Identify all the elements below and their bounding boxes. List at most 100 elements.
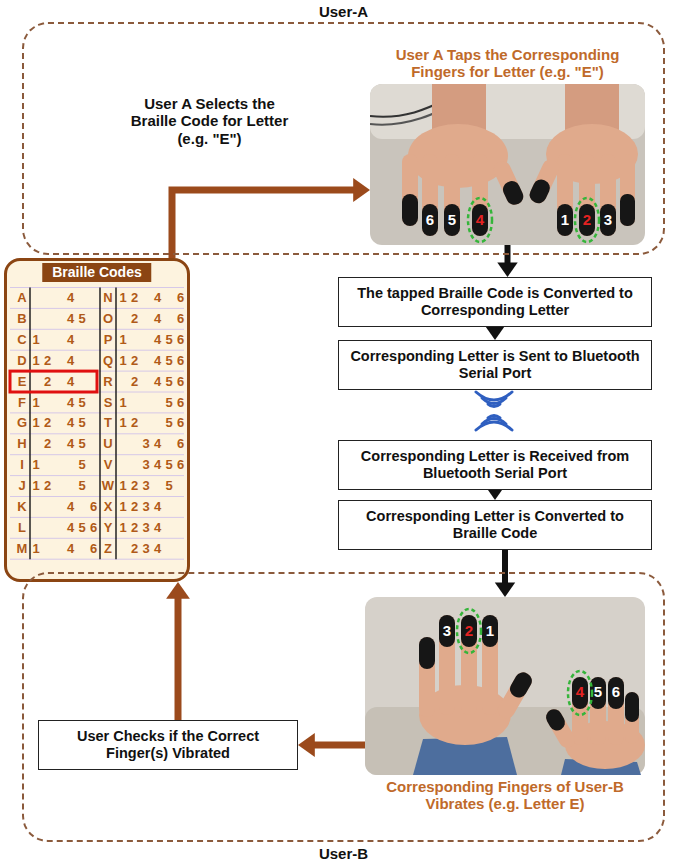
braille-dot-number: 2 bbox=[131, 291, 138, 305]
hands-photo-part bbox=[557, 154, 573, 236]
hands-photo-part bbox=[365, 597, 645, 775]
hands-photo-part-part bbox=[543, 706, 578, 750]
arrow-head bbox=[353, 178, 370, 202]
braille-letter: F bbox=[18, 395, 26, 409]
braille-dot-number: 6 bbox=[177, 333, 184, 347]
arrow-shaft bbox=[313, 742, 365, 749]
hands-photo-part bbox=[444, 204, 460, 236]
braille-dot-number: 2 bbox=[131, 354, 138, 368]
hands-photo-part-part bbox=[527, 177, 553, 206]
braille-letter: Q bbox=[103, 354, 113, 368]
braille-dot-number: 4 bbox=[67, 354, 74, 368]
braille-dot-number: 6 bbox=[177, 374, 184, 388]
braille-table-grid-part-part bbox=[10, 308, 184, 309]
hands-photo-part bbox=[461, 615, 477, 715]
braille-table-grid-part bbox=[30, 288, 116, 560]
hands-photo-part bbox=[419, 637, 435, 717]
process-text: Corresponding Letter is Sent to Bluetoot… bbox=[347, 348, 643, 383]
braille-dot-number: 4 bbox=[154, 500, 161, 514]
hands-photo-part bbox=[439, 615, 455, 647]
braille-dot-number: 1 bbox=[32, 542, 39, 556]
braille-dot-number: 4 bbox=[67, 291, 74, 305]
arrow-head bbox=[497, 263, 517, 277]
braille-table-grid-part-part bbox=[29, 288, 31, 560]
braille-dot-number: 1 bbox=[119, 395, 126, 409]
hands-photo-part-part bbox=[527, 157, 562, 206]
finger-number: 3 bbox=[443, 623, 451, 640]
braille-dot-number: 1 bbox=[119, 333, 126, 347]
hands-photo-part bbox=[468, 198, 492, 242]
braille-letter: C bbox=[17, 333, 26, 347]
hands-photo-part bbox=[495, 669, 535, 721]
braille-letter: N bbox=[103, 291, 112, 305]
braille-table-grid-part bbox=[10, 288, 184, 560]
hands-photo-part bbox=[608, 677, 624, 709]
hands-photo-part bbox=[482, 615, 498, 715]
braille-dot-number: 1 bbox=[32, 416, 39, 430]
process-text: Corresponding Letter is Received from Bl… bbox=[347, 448, 643, 483]
hands-photo-part bbox=[600, 154, 616, 236]
braille-dot-number: 2 bbox=[131, 312, 138, 326]
braille-table-grid-part-part bbox=[10, 350, 184, 351]
braille-table-grid-part-part bbox=[10, 559, 184, 560]
braille-dot-number: 1 bbox=[119, 291, 126, 305]
hands-photo bbox=[370, 84, 645, 245]
braille-dot-number: 1 bbox=[119, 354, 126, 368]
braille-dot-number: 2 bbox=[44, 479, 51, 493]
wireless-symbol bbox=[476, 392, 512, 430]
hands-photo-part bbox=[402, 154, 418, 226]
hands-photo-part bbox=[575, 198, 599, 242]
hands-photo-part-part bbox=[495, 669, 535, 721]
finger-number: 4 bbox=[476, 212, 484, 229]
arrow-head bbox=[495, 583, 515, 597]
braille-dot-number: 1 bbox=[119, 500, 126, 514]
braille-dot-number: 5 bbox=[165, 354, 172, 368]
braille-dot-number: 2 bbox=[44, 437, 51, 451]
braille-dot-number: 4 bbox=[67, 395, 74, 409]
process-box: User Checks if the Correct Finger(s) Vib… bbox=[38, 720, 298, 770]
braille-dot-number: 6 bbox=[177, 395, 184, 409]
braille-dot-number: 5 bbox=[165, 458, 172, 472]
braille-table-grid-part-part bbox=[10, 475, 184, 476]
braille-table-grid-part-part bbox=[10, 433, 184, 434]
process-box: Corresponding Letter is Converted to Bra… bbox=[338, 500, 652, 550]
braille-dot-number: 2 bbox=[44, 374, 51, 388]
region-title: User-B bbox=[315, 845, 372, 862]
braille-dot-number: 3 bbox=[142, 500, 149, 514]
process-box: Corresponding Letter is Received from Bl… bbox=[338, 440, 652, 490]
flow-arrow bbox=[485, 326, 505, 340]
braille-letter: Y bbox=[104, 521, 113, 535]
hands-photo-part bbox=[579, 154, 595, 236]
finger-number: 1 bbox=[486, 623, 494, 640]
braille-dot-number: 4 bbox=[154, 458, 161, 472]
braille-table-grid-part-part bbox=[99, 288, 101, 560]
hands-photo-part bbox=[472, 204, 488, 236]
braille-letter: M bbox=[17, 542, 28, 556]
braille-table-grid-part-part bbox=[10, 496, 184, 497]
braille-letter: P bbox=[104, 333, 113, 347]
braille-dot-number: 3 bbox=[142, 458, 149, 472]
braille-dot-number: 4 bbox=[154, 437, 161, 451]
braille-table-grid-part-part bbox=[10, 538, 184, 539]
braille-dot-number: 5 bbox=[78, 437, 85, 451]
braille-dot-number: 5 bbox=[165, 479, 172, 493]
braille-dot-number: 4 bbox=[154, 312, 161, 326]
flow-arrow bbox=[172, 178, 370, 258]
braille-dot-number: 5 bbox=[165, 416, 172, 430]
braille-dot-number: 2 bbox=[131, 479, 138, 493]
flow-arrow bbox=[166, 582, 190, 720]
photo-caption: Corresponding Fingers of User-B Vibrates… bbox=[366, 779, 644, 813]
braille-dot-number: 1 bbox=[32, 395, 39, 409]
hands-photo-part bbox=[590, 677, 606, 745]
braille-letter: J bbox=[18, 479, 25, 493]
braille-dot-number: 6 bbox=[177, 291, 184, 305]
arrow-shaft bbox=[502, 550, 508, 584]
hands-photo-part bbox=[457, 609, 481, 653]
braille-letter: L bbox=[18, 521, 26, 535]
flow-arrow bbox=[298, 733, 365, 757]
finger-number: 4 bbox=[576, 684, 584, 701]
braille-dot-number: 2 bbox=[131, 500, 138, 514]
braille-dot-number: 4 bbox=[67, 437, 74, 451]
